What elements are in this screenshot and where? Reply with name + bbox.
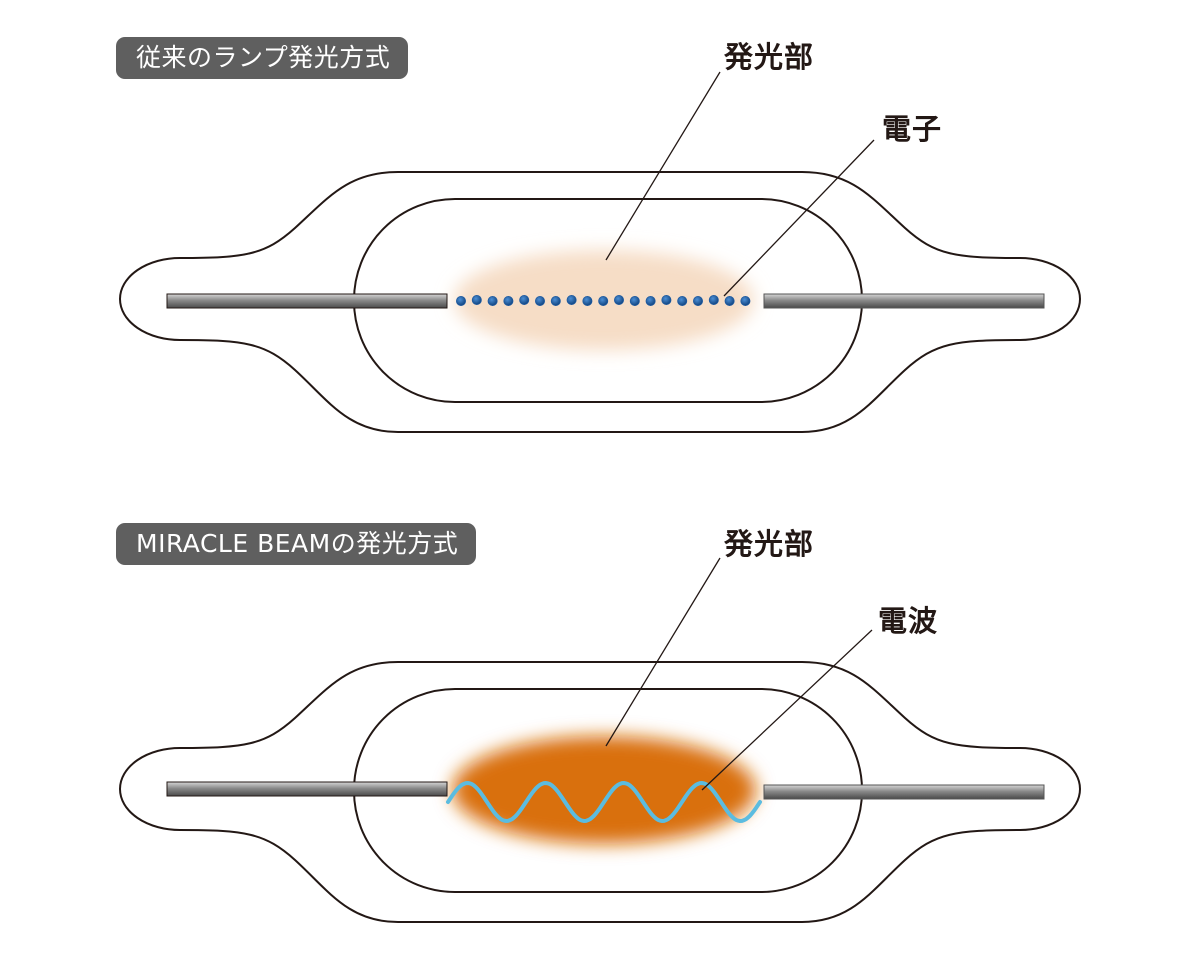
miracle-beam-lamp — [119, 557, 1081, 923]
electron-dot — [487, 295, 498, 306]
top-emission-label: 発光部 — [724, 40, 815, 74]
electron-dot — [519, 294, 530, 305]
electron-dot — [708, 294, 719, 305]
outer-bulb-outline — [119, 661, 1081, 923]
right-electrode — [763, 293, 1045, 309]
electron-label: 電子 — [882, 112, 943, 146]
electron-dot — [629, 295, 640, 306]
electron-dot — [661, 294, 672, 305]
left-electrode — [166, 293, 448, 309]
electron-dot — [535, 295, 546, 306]
electron-dot — [645, 295, 656, 306]
electron-dot — [582, 295, 593, 306]
electron-dot — [724, 295, 735, 306]
electron-dot — [550, 295, 561, 306]
electron-dot — [455, 295, 466, 306]
wave-label: 電波 — [878, 604, 939, 638]
electron-leader-line — [723, 139, 875, 297]
electron-dot — [677, 295, 688, 306]
wave-leader-line — [701, 629, 873, 791]
conventional-lamp — [119, 71, 1081, 433]
miracle-beam-method-badge: MIRACLE BEAMの発光方式 — [116, 523, 477, 565]
left-electrode — [166, 781, 448, 797]
right-electrode — [763, 784, 1045, 800]
emission-glow — [452, 736, 756, 844]
conventional-method-badge: 従来のランプ発光方式 — [116, 37, 409, 79]
outer-bulb-outline — [119, 171, 1081, 433]
electron-dot — [740, 295, 751, 306]
electron-dots — [455, 294, 751, 306]
electron-dot — [598, 295, 609, 306]
electron-dot — [614, 294, 625, 305]
emission-leader-line — [605, 557, 721, 747]
radio-wave — [446, 780, 762, 824]
bottom-emission-label: 発光部 — [724, 527, 815, 561]
emission-leader-line — [605, 71, 721, 261]
electron-dot — [693, 295, 704, 306]
electron-dot — [503, 295, 514, 306]
electron-dot — [566, 294, 577, 305]
electron-dot — [471, 294, 482, 305]
